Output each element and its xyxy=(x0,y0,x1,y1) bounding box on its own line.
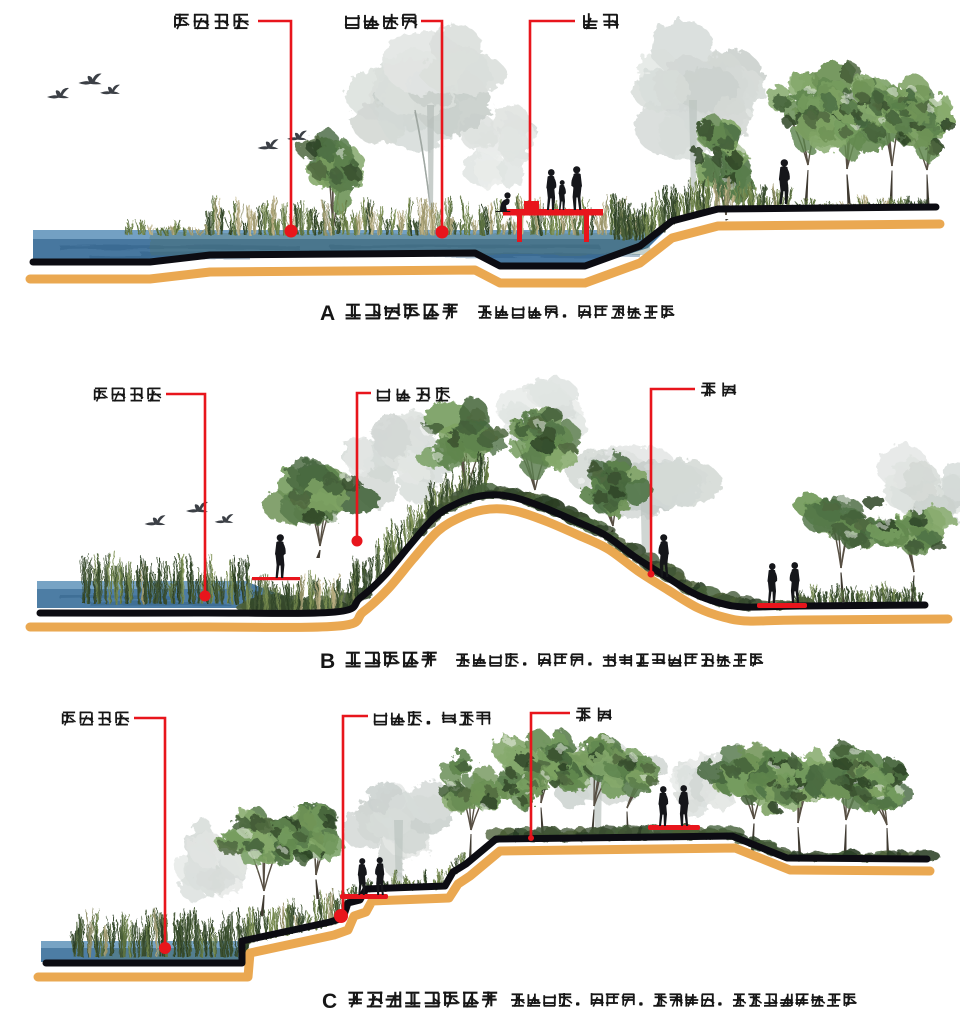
svg-text:B: B xyxy=(320,650,335,673)
svg-text:A: A xyxy=(320,302,335,325)
svg-text:C: C xyxy=(322,990,337,1013)
